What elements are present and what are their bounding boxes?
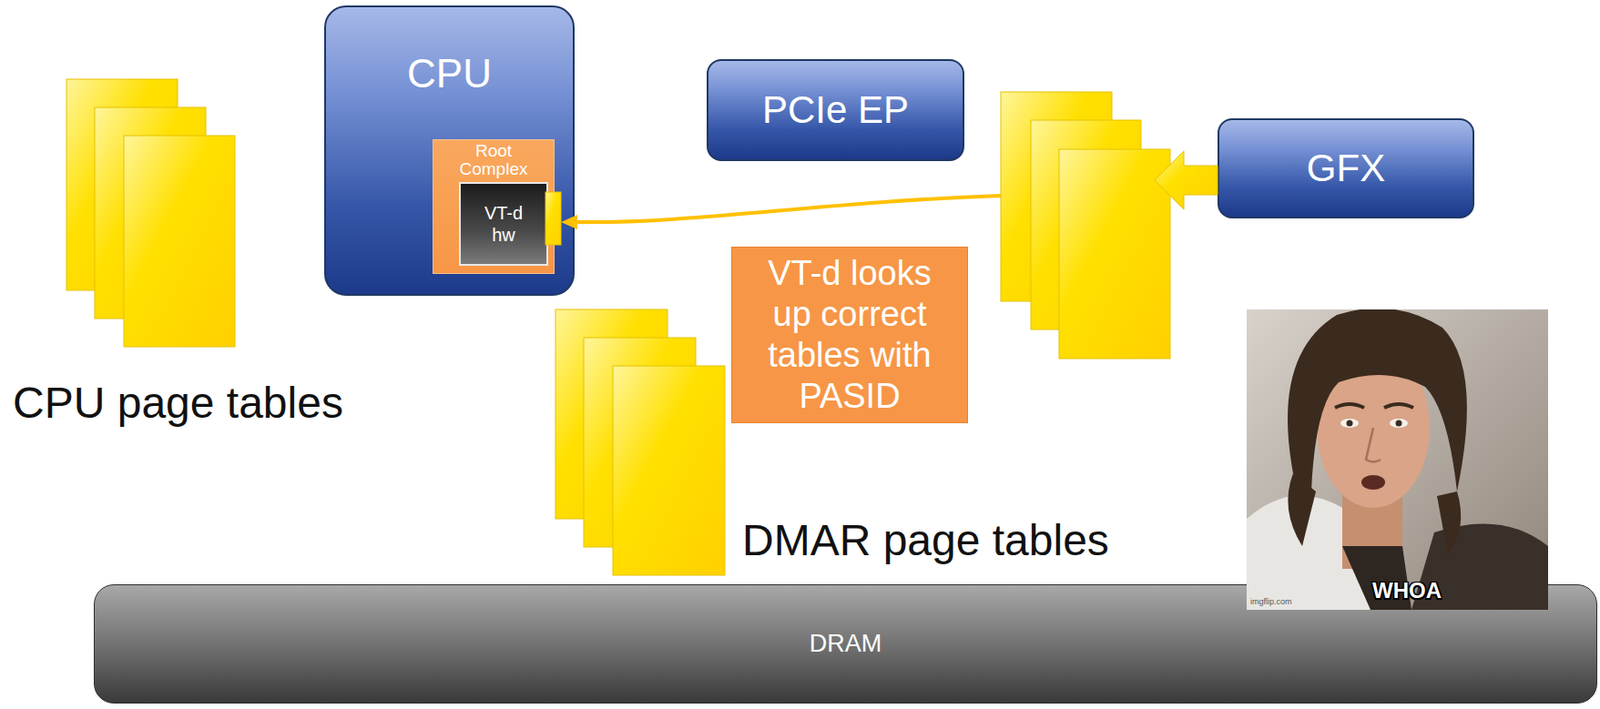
face (1316, 347, 1430, 509)
hair (1436, 491, 1461, 556)
gfx-page-table (1000, 91, 1112, 302)
eye (1340, 418, 1359, 429)
box-label: GFX (1306, 146, 1386, 191)
box-label: PCIe EP (762, 88, 909, 133)
eye (1389, 418, 1408, 429)
box-label: CPU (407, 50, 492, 98)
box-label: VT-d hw (464, 202, 543, 246)
eyebrow (1335, 404, 1365, 408)
gfx-box: GFX (1217, 118, 1475, 219)
vtd-hw-box: VT-d hw (458, 182, 549, 266)
meme-caption: WHOA (1372, 580, 1442, 602)
box-label: Root Complex (433, 142, 554, 179)
pupil (1346, 420, 1354, 428)
label-anchor: WHOA (1372, 580, 1442, 602)
box-label: DRAM (809, 629, 883, 659)
pcie-ep-box: PCIe EP (706, 59, 965, 162)
page-table-sheet (612, 366, 725, 576)
eyebrow (1384, 404, 1414, 408)
gfx-page-table (1059, 149, 1171, 359)
hair (1287, 309, 1468, 492)
root-complex-box: Root ComplexVT-d hw (432, 139, 555, 275)
curved-arrow (577, 195, 1001, 223)
stack-outline (66, 79, 235, 347)
neck (1342, 487, 1403, 570)
block-arrow (1154, 151, 1218, 210)
stack-label: CPU page tables (10, 377, 347, 429)
mouth (1361, 475, 1386, 490)
page-table-stack: DMAR page tables (555, 309, 725, 576)
pupil (1396, 420, 1403, 428)
nose (1365, 428, 1381, 463)
label-anchor: imgflip.com (1250, 598, 1293, 607)
gfx-page-table (1030, 120, 1142, 330)
page-table-stack: CPU page tables (66, 79, 235, 347)
photo-ground (1246, 309, 1549, 611)
page-table-sheet (123, 135, 235, 347)
dram-bar: DRAM (93, 584, 1598, 704)
callout-text: VT-d looks up correct tables with PASID (748, 253, 951, 417)
cpu-box: CPU Root ComplexVT-d hw (324, 5, 575, 296)
hair (1287, 473, 1316, 547)
watermark: imgflip.com (1250, 598, 1293, 607)
stack-outline (555, 309, 725, 576)
stack-label: DMAR page tables (742, 515, 1110, 566)
meme-photo (1246, 309, 1549, 611)
callout-box: VT-d looks up correct tables with PASID (731, 246, 969, 424)
